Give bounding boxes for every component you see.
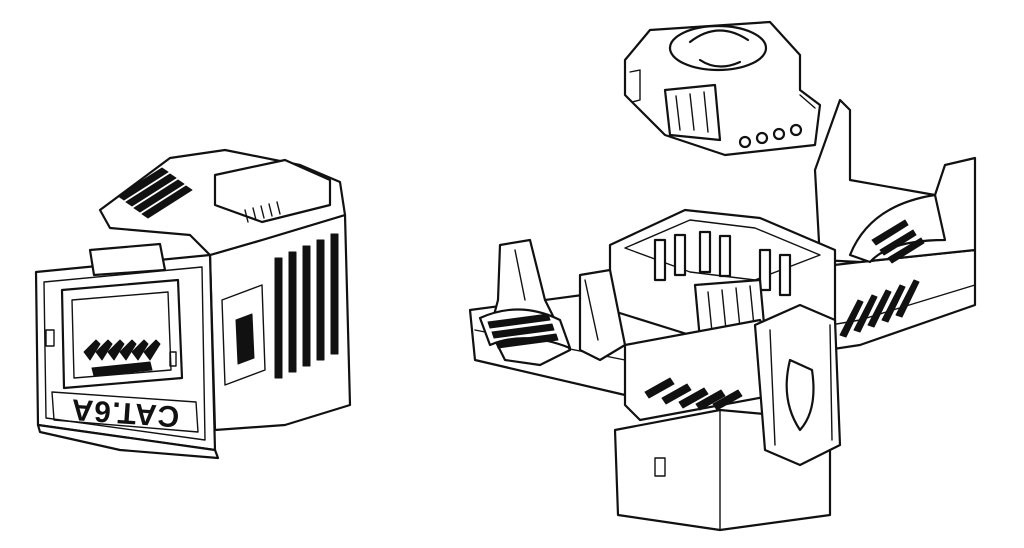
latch-ribs: [244, 201, 281, 223]
label-plate: [51, 391, 199, 433]
top-cap: [623, 20, 822, 157]
contact-pins: [83, 339, 161, 377]
front-top-tab: [88, 242, 167, 277]
cap-rotary-ring: [668, 24, 768, 72]
assembled-keystone-jack: CAT.6A: [34, 148, 352, 460]
base-grip-ribs: [839, 279, 920, 338]
right-side-wall: [813, 98, 977, 264]
idc-contacts: [653, 230, 792, 297]
left-guide-ribs: [487, 313, 559, 349]
cap-wire-holes: [738, 123, 803, 149]
exploded-keystone-jack: [468, 20, 977, 532]
rj45-port-opening: [60, 278, 184, 390]
front-latch-panel: [623, 318, 777, 422]
top-grip-ridges: [117, 167, 193, 219]
side-grip-ribs: [274, 233, 339, 379]
bottom-plate: [36, 423, 220, 460]
top-latch-block: [213, 158, 332, 224]
left-wire-guide: [478, 238, 627, 367]
right-guide-ribs: [871, 219, 925, 264]
front-clamp-arm: [753, 303, 842, 467]
side-window: [221, 284, 266, 386]
cat6a-label: CAT.6A: [69, 392, 180, 433]
front-panel-ribs: [644, 377, 743, 411]
